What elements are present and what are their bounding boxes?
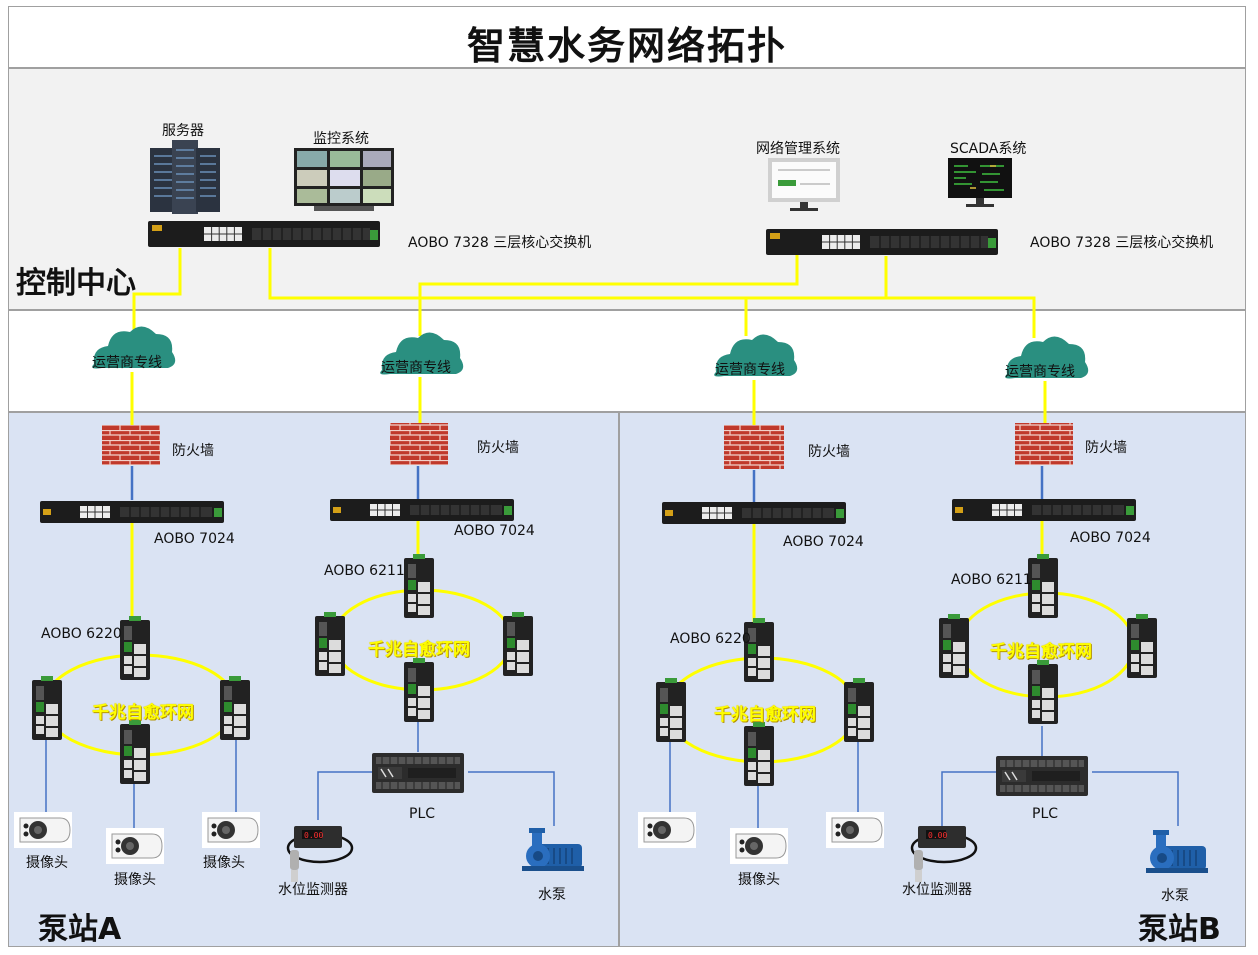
ring-switch-icon — [844, 678, 874, 742]
firewall-icon — [102, 425, 160, 465]
aggregation-switch-label: AOBO 7024 — [1070, 530, 1151, 546]
camera-icon — [13, 811, 73, 849]
plc-label: PLC — [1032, 806, 1059, 822]
water-level-label: 水位监测器 — [278, 882, 348, 898]
scada-label: SCADA系统 — [950, 141, 1027, 157]
core-switch-left — [147, 220, 381, 248]
rings — [42, 588, 1136, 764]
camera-label: 摄像头 — [203, 855, 245, 871]
ring-switch-icon — [32, 676, 62, 740]
camera-label: 摄像头 — [26, 855, 68, 871]
aggregation-switch-label: AOBO 7024 — [783, 534, 864, 550]
aggregation-switch — [329, 498, 515, 522]
nms-label: 网络管理系统 — [756, 141, 840, 157]
ring-label: 千兆自愈环网 — [990, 642, 1092, 662]
station-b-zone — [619, 412, 1246, 947]
server-label: 服务器 — [162, 123, 204, 139]
pump-label: 水泵 — [1161, 888, 1189, 904]
water-level-label: 水位监测器 — [902, 882, 972, 898]
control-center-label: 控制中心 — [16, 266, 136, 301]
ring-switch-icon — [503, 612, 533, 676]
core-switch-right — [765, 228, 999, 256]
aggregation-switch — [661, 501, 847, 525]
firewall-label: 防火墙 — [477, 440, 519, 456]
camera-icon — [729, 827, 789, 865]
cloud-label: 运营商专线 — [1005, 364, 1075, 380]
server-icon — [150, 140, 220, 214]
camera-icon — [201, 811, 261, 849]
device-links — [45, 722, 1179, 828]
cloud-label: 运营商专线 — [715, 362, 785, 378]
firewall-label: 防火墙 — [808, 444, 850, 460]
camera-icon — [637, 811, 697, 849]
backbone-links — [130, 248, 1047, 622]
ring-switch-label: AOBO 6211 — [324, 563, 405, 579]
firewall-icon — [724, 425, 784, 469]
firewall-links — [130, 466, 1044, 503]
ring-switch-icon — [939, 614, 969, 678]
monitoring-wall-icon — [294, 148, 394, 211]
ring-label: 千兆自愈环网 — [714, 705, 816, 725]
cloud-label: 运营商专线 — [92, 355, 162, 371]
plc-icon — [995, 755, 1089, 797]
ring-label: 千兆自愈环网 — [92, 703, 194, 723]
pump-icon — [521, 827, 585, 872]
camera-label: 摄像头 — [114, 872, 156, 888]
core-switch-left-label: AOBO 7328 三层核心交换机 — [408, 235, 592, 251]
pump-icon — [1145, 829, 1209, 874]
aggregation-switch — [39, 500, 225, 524]
ring-switch-icon — [1028, 660, 1058, 724]
ring-switch-icon — [744, 722, 774, 786]
ring-switch-icon — [315, 612, 345, 676]
ring-switch-icon — [220, 676, 250, 740]
ring-switch-icon — [1028, 554, 1058, 618]
camera-icon — [825, 811, 885, 849]
ring-switch-icon — [404, 658, 434, 722]
aggregation-switch-label: AOBO 7024 — [154, 531, 235, 547]
ring-switch-label: AOBO 6220 — [41, 626, 122, 642]
aggregation-switch-label: AOBO 7024 — [454, 523, 535, 539]
ring-switch-label: AOBO 6220 — [670, 631, 751, 647]
scada-monitor-icon — [948, 158, 1012, 207]
water-level-icon — [910, 824, 978, 884]
ring-switch-icon — [404, 554, 434, 618]
firewall-icon — [1015, 423, 1073, 465]
water-level-icon — [286, 824, 354, 884]
title-box: 智慧水务网络拓扑 — [8, 6, 1246, 68]
ring-switch-icon — [120, 616, 150, 680]
ring-label: 千兆自愈环网 — [368, 640, 470, 660]
ring-switch-icon — [120, 720, 150, 784]
ring-switch-icon — [656, 678, 686, 742]
monitoring-label: 监控系统 — [313, 131, 369, 147]
core-switch-right-label: AOBO 7328 三层核心交换机 — [1030, 235, 1214, 251]
camera-label: 摄像头 — [738, 872, 780, 888]
nms-monitor-icon — [768, 158, 840, 211]
plc-icon — [371, 752, 465, 794]
plc-label: PLC — [409, 806, 436, 822]
firewall-label: 防火墙 — [172, 443, 214, 459]
camera-icon — [105, 827, 165, 865]
ring-switch-label: AOBO 6211 — [951, 572, 1032, 588]
firewall-label: 防火墙 — [1085, 440, 1127, 456]
station-a-label: 泵站A — [38, 912, 122, 947]
ring-switch-icon — [744, 618, 774, 682]
firewall-icon — [390, 423, 448, 465]
ring-switch-icon — [1127, 614, 1157, 678]
aggregation-switch — [951, 498, 1137, 522]
cloud-label: 运营商专线 — [381, 360, 451, 376]
station-b-label: 泵站B — [1138, 912, 1221, 947]
pump-label: 水泵 — [538, 887, 566, 903]
page-title: 智慧水务网络拓扑 — [466, 24, 787, 68]
